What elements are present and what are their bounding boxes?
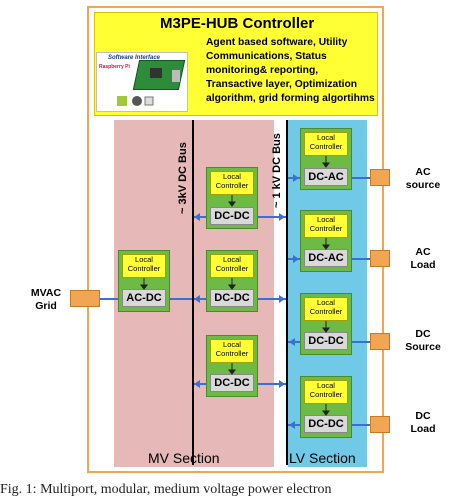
mv-dc-bus-line xyxy=(192,120,194,465)
android-icon xyxy=(117,96,127,106)
ac-load-label: AC Load xyxy=(410,246,436,271)
dcdc-converter: DC-DC xyxy=(210,207,254,225)
mv-dcdc-2-out-wire xyxy=(258,298,286,300)
board-chip-icon xyxy=(150,68,162,78)
hub-title: M3PE-HUB Controller xyxy=(160,15,315,32)
arrow-left-icon xyxy=(194,380,200,388)
arrow-right-icon xyxy=(293,174,299,182)
mv-dcdc-3-out-wire xyxy=(258,383,286,385)
lv-1-out-wire xyxy=(352,177,372,179)
arrow-left-icon xyxy=(194,295,200,303)
mvac-grid-label: MVAC Grid xyxy=(30,287,62,312)
grid-wire xyxy=(100,298,120,300)
arrow-left-icon xyxy=(289,338,295,346)
lv-dc-bus-line xyxy=(286,120,288,465)
arrow-right-icon xyxy=(279,380,285,388)
ac-load-port xyxy=(370,250,390,267)
board-port-icon xyxy=(172,70,180,82)
dc-load-label: DC Load xyxy=(410,410,436,435)
raspberry-pi-label: Raspberry Pi xyxy=(99,64,130,70)
lv-2-out-wire xyxy=(352,258,372,260)
local-controller: Local Controller xyxy=(210,339,254,363)
arrow-right-icon xyxy=(293,255,299,263)
lv-4-out-wire xyxy=(352,424,372,426)
dc-source-port xyxy=(370,333,390,350)
mvac-grid-port xyxy=(70,290,100,307)
arrow-left-icon xyxy=(289,421,295,429)
dc-load-port xyxy=(370,416,390,433)
dcac-converter: DC-AC xyxy=(304,249,348,267)
mv-section-label: MV Section xyxy=(148,450,220,466)
figure-caption: Fig. 1: Multiport, modular, medium volta… xyxy=(0,482,332,497)
dcdc-converter: DC-DC xyxy=(210,289,254,307)
apple-icon xyxy=(132,96,142,106)
dcdc-converter: DC-DC xyxy=(304,415,348,433)
os-logos-icon xyxy=(117,96,154,106)
ios-icon xyxy=(144,96,154,106)
local-controller: Local Controller xyxy=(210,171,254,195)
arrow-left-icon xyxy=(194,213,200,221)
hub-description: Agent based software, Utility Communicat… xyxy=(206,37,375,104)
acdc-bus-wire xyxy=(170,298,192,300)
local-controller: Local Controller xyxy=(304,380,348,404)
local-controller: Local Controller xyxy=(122,254,166,278)
dcac-converter: DC-AC xyxy=(304,168,348,186)
local-controller: Local Controller xyxy=(304,297,348,321)
ac-source-port xyxy=(370,169,390,186)
local-controller: Local Controller xyxy=(304,132,348,156)
arrow-right-icon xyxy=(279,295,285,303)
ac-source-label: AC source xyxy=(405,166,441,191)
local-controller: Local Controller xyxy=(210,254,254,278)
lv-3-out-wire xyxy=(352,341,372,343)
software-interface-label: Software Interface xyxy=(108,55,161,61)
arrow-right-icon xyxy=(279,213,285,221)
mv-dcdc-1-out-wire xyxy=(258,216,286,218)
local-controller: Local Controller xyxy=(304,214,348,238)
dc-source-label: DC Source xyxy=(405,328,441,353)
lv-section-label: LV Section xyxy=(289,450,356,466)
